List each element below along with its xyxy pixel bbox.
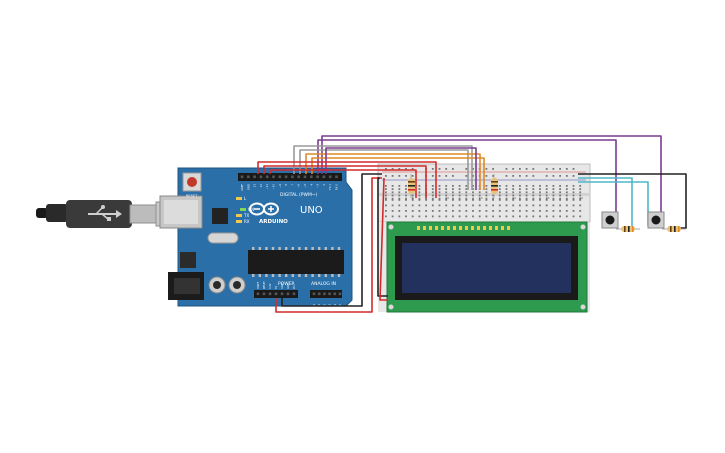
wire-black-right <box>578 173 687 229</box>
breadboard-column-number: 5 <box>412 196 414 200</box>
digital-pin-label: ~6 <box>297 184 301 188</box>
digital-pin-label: 12 <box>259 184 263 188</box>
wire-red-1 <box>257 161 437 198</box>
analog-header-label: ANALOG IN <box>311 281 336 287</box>
led-l-label: L <box>244 196 247 201</box>
power-pin-label: GND <box>281 283 284 289</box>
resistor-1[interactable] <box>408 174 415 198</box>
breadboard-column-number: 10 <box>445 196 449 200</box>
capacitors <box>208 276 246 294</box>
breadboard-column-number: 25 <box>546 196 550 200</box>
wire-orange-1 <box>305 153 481 190</box>
power-pin-label: GND <box>287 283 290 289</box>
wire-purple-1 <box>317 139 617 213</box>
regulator <box>180 252 196 268</box>
lcd-screen <box>402 243 571 293</box>
wire-red-lcd <box>379 177 388 301</box>
breadboard-column-number: 15 <box>479 196 483 200</box>
digital-pin-label: 13 <box>253 184 257 188</box>
status-leds: L TX RX ON <box>236 196 254 224</box>
crystal <box>207 232 239 244</box>
arduino-logo-icon <box>249 202 279 216</box>
atmega-chip <box>248 247 344 277</box>
usb-chip <box>212 208 228 224</box>
digital-pin-label: RX 0 <box>335 184 339 190</box>
power-pin-label: Vin <box>293 285 296 289</box>
digital-pin-label: 8 <box>284 184 288 186</box>
pulldown-resistor-2[interactable] <box>662 226 686 232</box>
usb-cable <box>36 200 179 228</box>
pushbutton-2[interactable] <box>647 211 665 229</box>
power-pin-label: 3.3V <box>269 283 272 289</box>
power-pin-label: 5V <box>275 285 278 289</box>
breadboard-column-number: 30 <box>579 196 583 200</box>
wires <box>257 135 687 313</box>
digital-pin-label: AREF <box>240 184 244 191</box>
digital-pin-label: TX 1 <box>328 184 332 190</box>
lcd-pin-header <box>417 226 510 230</box>
power-pin-label: RESET <box>263 281 266 289</box>
wire-black-lcd <box>377 177 388 297</box>
wire-teal-2 <box>578 181 649 226</box>
pushbutton-1[interactable] <box>601 211 619 229</box>
digital-pin-label: 4 <box>309 184 313 186</box>
digital-pin-label: ~9 <box>278 184 282 188</box>
analog-header <box>310 290 342 298</box>
reset-button[interactable] <box>182 172 202 192</box>
wire-red-power <box>275 177 382 313</box>
power-pin-label: IOREF <box>257 281 260 289</box>
digital-header-label: DIGITAL (PWM~) <box>280 192 318 198</box>
lcd-16x2-display[interactable] <box>386 221 588 313</box>
reset-label: RESET <box>186 194 198 198</box>
led-tx-label: TX <box>243 213 249 218</box>
digital-pin-label: GND <box>246 184 250 190</box>
pulldown-resistor-1[interactable] <box>616 226 640 232</box>
wire-red-2 <box>263 165 427 198</box>
wire-gray-1 <box>293 145 473 190</box>
digital-pin-holes <box>240 175 338 179</box>
model-text: UNO <box>300 205 323 216</box>
digital-pin-label: ~5 <box>303 184 307 188</box>
wire-black-gnd <box>281 173 382 307</box>
digital-pin-label: ~10 <box>272 184 276 190</box>
brand-text: ARDUINO <box>259 219 288 225</box>
resistor-2[interactable] <box>491 174 498 198</box>
digital-header <box>238 173 342 181</box>
led-on-label: ON <box>248 207 254 212</box>
digital-pin-label: 2 <box>322 184 326 186</box>
digital-pin-label: ~3 <box>316 184 320 188</box>
breadboard-holes <box>385 168 582 218</box>
breadboard-column-number: 1 <box>385 196 387 200</box>
usb-icon <box>88 205 122 221</box>
digital-pin-label: 7 <box>290 184 294 186</box>
power-header-label: POWER <box>278 281 295 287</box>
lcd-mount-holes <box>388 224 586 310</box>
breadboard-column-number: 20 <box>512 196 516 200</box>
digital-pin-label: ~11 <box>265 184 269 190</box>
wire-red-3 <box>269 169 417 198</box>
wire-purple-3 <box>325 147 477 190</box>
led-rx-label: RX <box>244 219 250 224</box>
